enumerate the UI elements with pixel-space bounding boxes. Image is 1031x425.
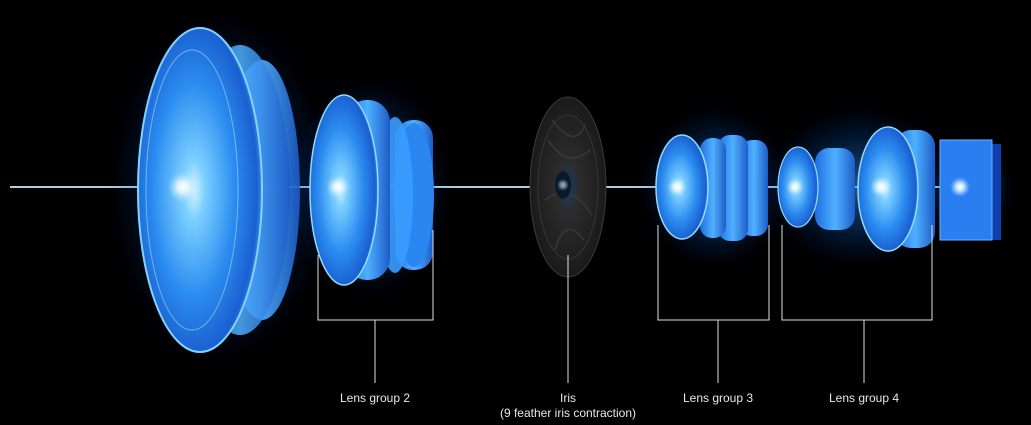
label-lens-group-4: Lens group 4 <box>828 391 900 405</box>
label-lens-group-2: Lens group 2 <box>339 391 411 405</box>
image-sensor <box>930 135 1010 245</box>
lens-group-3 <box>640 107 790 267</box>
lens-group-2 <box>290 77 450 297</box>
lens-group-4 <box>765 107 955 267</box>
iris-diaphragm <box>529 96 607 278</box>
bracket-lens-group-4 <box>781 225 933 321</box>
bracket-lens-group-3 <box>657 225 770 321</box>
lens-group-1 <box>110 12 330 362</box>
label-iris-detail: (9 feather iris contraction) <box>499 406 637 420</box>
label-lens-group-3: Lens group 3 <box>682 391 754 405</box>
label-iris-title: Iris <box>560 391 576 405</box>
